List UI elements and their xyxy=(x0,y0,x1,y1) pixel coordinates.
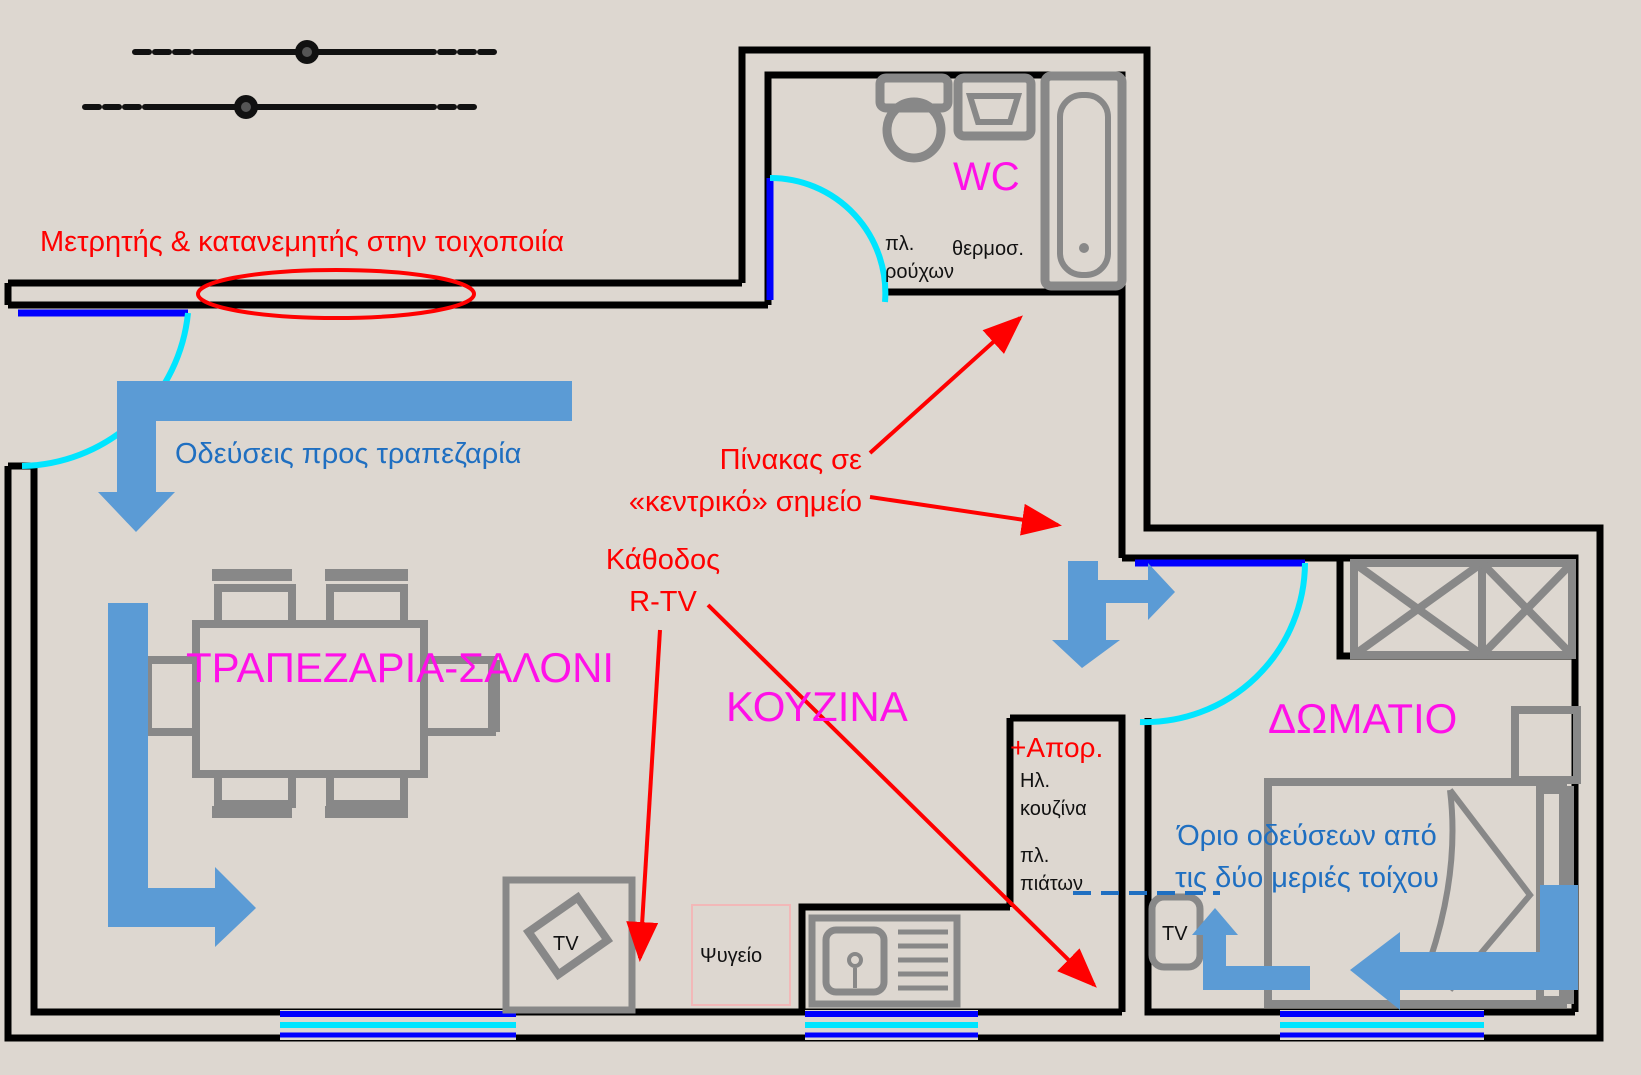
wardrobe-icon xyxy=(1350,559,1576,659)
label-fridge: Ψυγείο xyxy=(700,945,762,967)
label-tv-living: TV xyxy=(553,933,579,955)
label-washing-machine-1: πλ. xyxy=(885,233,914,255)
fridge-icon xyxy=(691,904,791,1006)
legend-lines xyxy=(82,40,503,119)
note-panel-line2: «κεντρικό» σημείο xyxy=(629,486,862,518)
toilet-icon xyxy=(875,73,953,163)
meter-location-marker xyxy=(196,268,476,320)
kitchen-sink-icon xyxy=(808,914,961,1008)
fixture-labels: πλ. ρούχων θερμοσ. TV TV Ψυγείο Ηλ. κουζ… xyxy=(553,233,1188,967)
note-panel-line1: Πίνακας σε xyxy=(720,444,862,476)
route-arrow-top xyxy=(98,381,572,532)
route-arrow-bedroom-right xyxy=(1350,885,1578,1010)
label-dishwasher-1: πλ. xyxy=(1020,845,1049,867)
note-meter-distributor: Μετρητής & κατανεμητής στην τοιχοποιία xyxy=(40,226,564,258)
label-tv-bedroom: TV xyxy=(1162,923,1188,945)
windows xyxy=(280,1010,1484,1040)
route-arrow-bedroom-left xyxy=(1192,908,1310,990)
note-rtv-line1: Κάθοδος xyxy=(606,544,720,576)
label-dishwasher-2: πιάτων xyxy=(1020,873,1083,895)
note-limit-line1: Όριο οδεύσεων από xyxy=(1176,820,1437,852)
annotations: Μετρητής & κατανεμητής στην τοιχοποιία Ο… xyxy=(40,226,1439,894)
red-arrows xyxy=(626,315,1097,988)
room-label-bedroom: ΔΩΜΑΤΙΟ xyxy=(1268,695,1457,742)
sink-icon xyxy=(953,73,1036,141)
note-routes-dining: Οδεύσεις προς τραπεζαρία xyxy=(175,438,521,470)
room-label-dining-living: ΤΡΑΠΕΖΑΡΙΑ-ΣΑΛΟΝΙ xyxy=(186,644,614,691)
note-limit-line2: τις δύο μεριές τοίχου xyxy=(1175,862,1439,894)
room-label-kitchen: ΚΟΥΖΙΝΑ xyxy=(726,683,908,730)
route-arrow-left xyxy=(108,603,256,947)
room-label-wc: WC xyxy=(953,155,1020,199)
note-extraction: +Απορ. xyxy=(1010,732,1103,763)
room-labels: ΤΡΑΠΕΖΑΡΙΑ-ΣΑΛΟΝΙ ΚΟΥΖΙΝΑ ΔΩΜΑΤΙΟ WC xyxy=(186,155,1457,742)
label-washing-machine-2: ρούχων xyxy=(885,261,954,283)
note-rtv-line2: R-TV xyxy=(629,586,697,618)
route-arrows xyxy=(98,381,1578,1010)
route-arrow-center xyxy=(1052,561,1175,668)
label-electric-stove-1: Ηλ. xyxy=(1020,770,1050,792)
dining-table-icon xyxy=(144,569,500,818)
bathtub-icon xyxy=(1040,71,1127,291)
label-electric-stove-2: κουζίνα xyxy=(1020,798,1087,820)
label-water-heater: θερμοσ. xyxy=(952,238,1024,260)
